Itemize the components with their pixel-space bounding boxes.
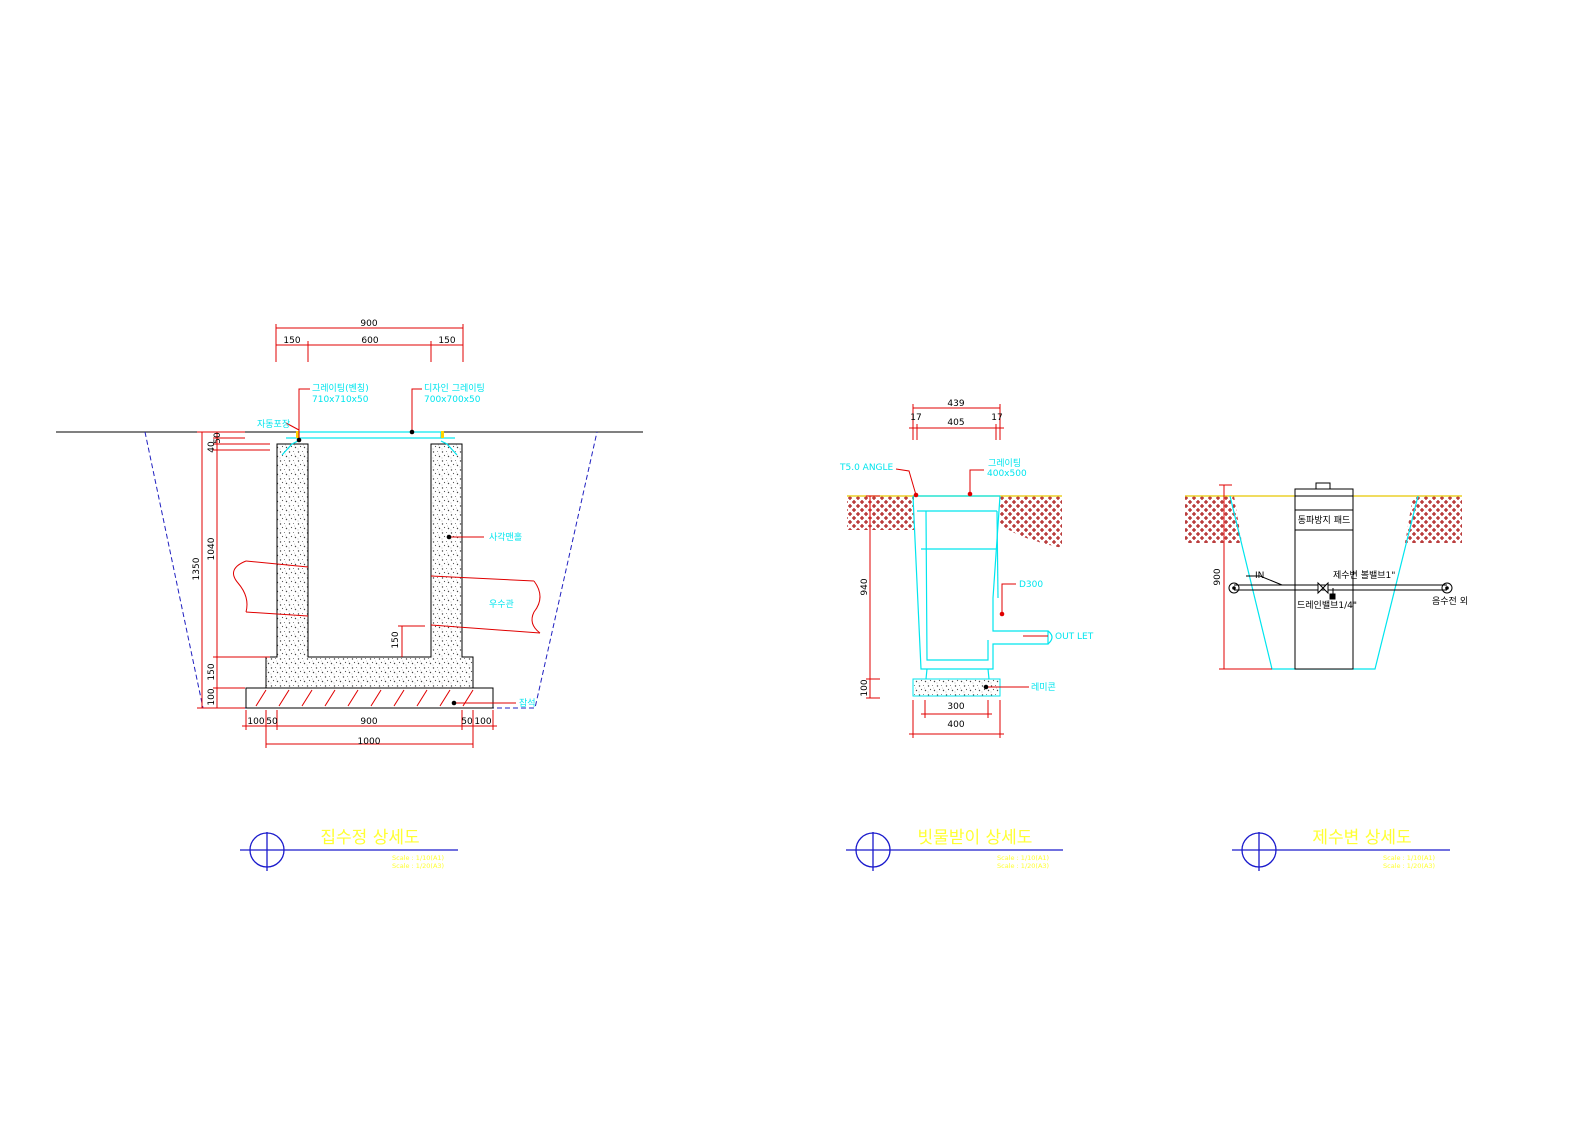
label-ball-valve: 제수변 볼밸브1" [1333,570,1395,581]
dim-top-439: 439 [947,399,964,409]
dim-top-150-left: 150 [283,336,300,346]
dim-v-150-bottom: 150 [207,663,217,680]
dim-v-50: 50 [213,432,223,444]
label-square-manhole: 사각맨홀 [489,531,522,543]
dim-top-150-right: 150 [438,336,455,346]
dim-top-405: 405 [947,418,964,428]
gravel-hatch [255,689,474,707]
scale-a1-catch-basin: Scale : 1/10(A1) [392,854,444,862]
scale-a3-rain-inlet: Scale : 1/20(A3) [997,862,1049,870]
label-frost-pad: 동파방지 패드 [1298,515,1351,526]
label-rain-pipe: 우수관 [489,599,514,610]
soil-left-valve [1185,496,1242,543]
scale-a1-rain-inlet: Scale : 1/10(A1) [997,854,1049,862]
label-remicon: 레미콘 [1031,682,1056,693]
title-block-drain-valve: 제수변 상세도 Scale : 1/10(A1) Scale : 1/20(A3… [1232,828,1450,871]
dim-bottom-900: 900 [360,717,377,727]
grating [298,431,442,439]
scale-a3-catch-basin: Scale : 1/20(A3) [392,862,444,870]
title-catch-basin: 집수정 상세도 [320,828,419,848]
vertical-dimensions [197,431,425,709]
frost-pad [1294,509,1354,531]
top-dimensions [275,324,464,362]
dim-bottom-100-right: 100 [474,717,491,727]
ball-valve-symbol [1317,581,1336,600]
rain-inlet-detail: 439 17 405 17 T5.0 ANGLE 그레이팅 400x500 D3… [839,399,1094,871]
title-block-rain-inlet: 빗물받이 상세도 Scale : 1/10(A1) Scale : 1/20(A… [846,828,1063,871]
dim-v-900-valve: 900 [1213,568,1223,585]
dim-top-900: 900 [360,319,377,329]
drain-valve-detail: 동파방지 패드 IN 제수변 볼밸브1" 드레인밸브1/4" 음수전 외 900 [1185,482,1468,871]
label-outlet: OUT LET [1055,632,1094,642]
callout-design-grating-line2: 700x700x50 [424,395,481,405]
bottom-dimensions [242,710,497,748]
title-drain-valve: 제수변 상세도 [1312,828,1411,848]
dim-v-150-inner: 150 [391,631,401,648]
label-drain-valve: 드레인밸브1/4" [1297,600,1357,611]
dim-bottom-400: 400 [947,720,964,730]
dim-bottom-50-right: 50 [461,717,473,727]
gravel-base [245,687,494,709]
callout-grating-line1: 그레이팅 [988,458,1021,469]
dim-top-17-right: 17 [991,413,1002,423]
catch-basin-detail: 900 150 600 150 그레이팅(벤칭) 710x710x50 디자인 … [56,319,643,871]
dim-v-100-inlet: 100 [860,679,870,696]
callout-grating-line2: 400x500 [987,469,1027,479]
dim-v-100: 100 [207,688,217,705]
callout-design-grating-line1: 디자인 그레이팅 [424,383,485,394]
valve-pipe [1228,575,1453,598]
scale-a3-drain-valve: Scale : 1/20(A3) [1383,862,1435,870]
callout-t5-angle: T5.0 ANGLE [839,463,894,473]
label-d300: D300 [1019,580,1043,590]
dim-v-940: 940 [860,578,870,595]
title-rain-inlet: 빗물받이 상세도 [918,828,1033,848]
callout-grating-fixed-line1: 그레이팅(벤칭) [312,383,369,394]
dim-top-17-left: 17 [910,413,921,423]
callout-grating-fixed-line2: 710x710x50 [312,395,369,405]
dim-v-1040: 1040 [207,537,217,560]
soil-left [847,496,914,530]
dim-v-40: 40 [207,441,217,453]
dim-bottom-300: 300 [947,702,964,712]
soil-right-valve [1405,496,1462,543]
inlet-body [912,495,1053,680]
rain-pipe [233,560,541,634]
dim-top-600: 600 [361,336,378,346]
dim-bottom-100-left: 100 [247,717,264,727]
soil-right [1000,496,1062,548]
dim-v-1350: 1350 [192,557,202,580]
label-paving: 자동포장 [257,419,290,430]
label-gravel: 잡석 [519,697,536,709]
label-in: IN [1255,571,1264,581]
label-outlet-faucet: 음수전 외 [1432,595,1468,607]
dim-bottom-50-left: 50 [266,717,278,727]
title-block-catch-basin: 집수정 상세도 Scale : 1/10(A1) Scale : 1/20(A3… [240,828,458,871]
dim-bottom-1000: 1000 [358,737,381,747]
scale-a1-drain-valve: Scale : 1/10(A1) [1383,854,1435,862]
